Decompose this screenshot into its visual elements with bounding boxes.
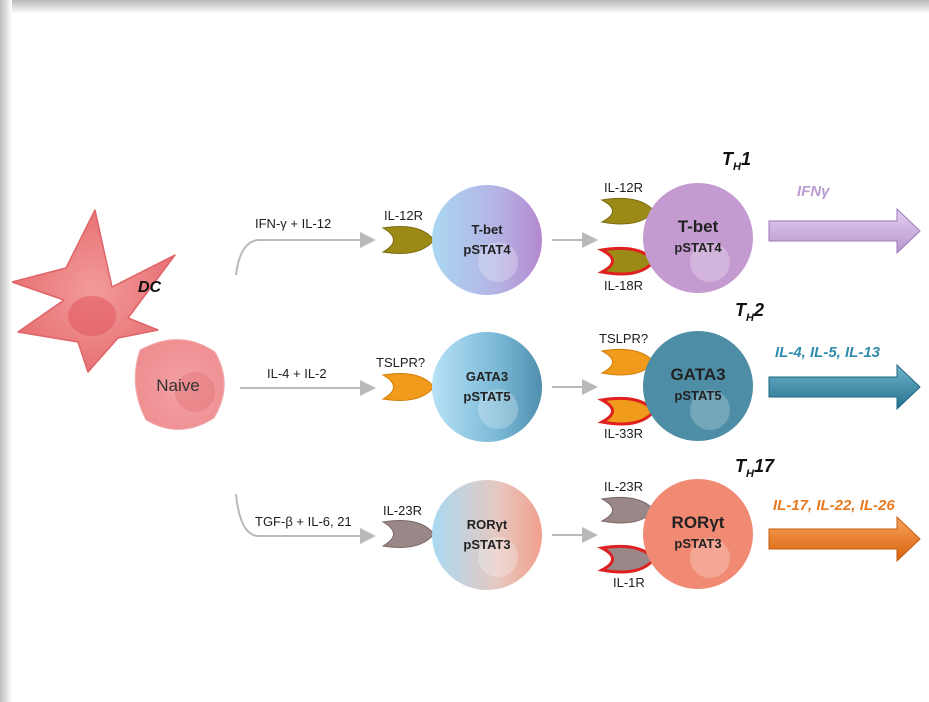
th2-effector-tf: GATA3: [670, 365, 725, 384]
th1-effector-cell: [643, 183, 753, 293]
th17-receptor1-label: IL-23R: [383, 503, 422, 518]
th2-cytokines: IL-4, IL-5, IL-13: [775, 344, 881, 361]
th17-output-arrow: [768, 515, 921, 563]
th2-stimulus-label: IL-4 + IL-2: [267, 366, 327, 381]
th1-stimulus-arrow: [235, 232, 376, 276]
th17-receptor-top-label: IL-23R: [604, 479, 643, 494]
th2-precursor-tf: GATA3: [466, 369, 508, 384]
th17-receptor1-icon: [381, 520, 435, 548]
th17-effector-tf: RORγt: [672, 513, 725, 532]
th2-precursor-stat: pSTAT5: [463, 389, 510, 404]
th17-stimulus-label: TGF-β + IL-6, 21: [255, 514, 352, 529]
dc-label: DC: [138, 279, 162, 296]
th17-effector-stat: pSTAT3: [674, 536, 721, 551]
th1-precursor-stat: pSTAT4: [463, 242, 511, 257]
naive-cell: [134, 339, 225, 430]
th17-effector-cell: [643, 479, 753, 589]
th17-receptor-top-icon: [600, 496, 655, 524]
th2-receptor1-label: TSLPR?: [376, 355, 425, 370]
th2-receptor-top-icon: [600, 348, 655, 376]
th2-subset-label: TH2: [735, 300, 764, 324]
th17-cytokines: IL-17, IL-22, IL-26: [773, 497, 895, 514]
th1-effector-stat: pSTAT4: [674, 240, 722, 255]
th1-receptor-bottom-icon: [597, 246, 656, 276]
th2-output-arrow: [768, 363, 921, 411]
th2-receptor-bottom-icon: [597, 396, 656, 426]
th1-receptor-bottom-label: IL-18R: [604, 278, 643, 293]
th2-effector-stat: pSTAT5: [674, 388, 721, 403]
th1-precursor-cell: [432, 185, 542, 295]
th17-precursor-cell: [432, 480, 542, 590]
th1-precursor-tf: T-bet: [471, 222, 503, 237]
th1-output-arrow: [768, 207, 921, 255]
th2-receptor-top-label: TSLPR?: [599, 331, 648, 346]
th17-subset-label: TH17: [735, 456, 775, 480]
th17-precursor-stat: pSTAT3: [463, 537, 510, 552]
th17-stimulus-arrow: [235, 493, 376, 544]
dendritic-cell: [11, 209, 176, 373]
th2-precursor-cell: [432, 332, 542, 442]
th1-effector-tf: T-bet: [678, 217, 719, 236]
th1-cytokines: IFNγ: [797, 183, 831, 200]
th17-receptor-bottom-label: IL-1R: [613, 575, 645, 590]
th2-receptor1-icon: [381, 373, 435, 401]
th2-receptor-bottom-label: IL-33R: [604, 426, 643, 441]
th2-effector-cell: [643, 331, 753, 441]
naive-label: Naive: [156, 376, 199, 395]
th1-subset-label: TH1: [722, 149, 751, 173]
th17-precursor-tf: RORγt: [467, 517, 508, 532]
th1-stimulus-label: IFN-γ + IL-12: [255, 216, 331, 231]
th1-receptor-top-label: IL-12R: [604, 180, 643, 195]
th1-receptor1-label: IL-12R: [384, 208, 423, 223]
th17-receptor-bottom-icon: [597, 544, 656, 574]
th1-receptor-top-icon: [600, 197, 655, 225]
th1-receptor1-icon: [381, 226, 435, 254]
